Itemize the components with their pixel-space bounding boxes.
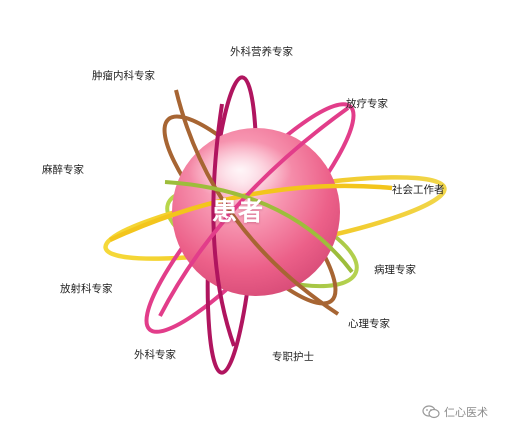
label-radiology: 放射科专家 <box>60 283 113 295</box>
orbit-rings-front <box>109 89 393 347</box>
label-anesthesia: 麻醉专家 <box>42 164 84 176</box>
wechat-icon <box>422 405 440 419</box>
label-social-worker: 社会工作者 <box>392 184 445 196</box>
label-nurse: 专职护士 <box>272 351 314 363</box>
orbit-ring-green-front <box>164 180 354 274</box>
orbit-ring-yellow-front <box>109 183 393 243</box>
label-pathology: 病理专家 <box>374 264 416 276</box>
watermark-text: 仁心医术 <box>444 406 488 419</box>
label-psychology: 心理专家 <box>348 318 390 330</box>
label-radiotherapy: 放疗专家 <box>346 98 388 110</box>
orbit-ring-brown-front <box>174 89 340 316</box>
center-patient-label: 患者 <box>212 197 265 226</box>
watermark: 仁心医术 <box>422 404 488 420</box>
label-nutrition: 外科营养专家 <box>230 46 293 58</box>
orbit-ring-magenta-front <box>158 106 350 317</box>
label-surgery: 外科专家 <box>134 349 176 361</box>
orbit-ring-crimson-front <box>211 103 236 347</box>
label-oncology: 肿瘤内科专家 <box>92 70 155 82</box>
